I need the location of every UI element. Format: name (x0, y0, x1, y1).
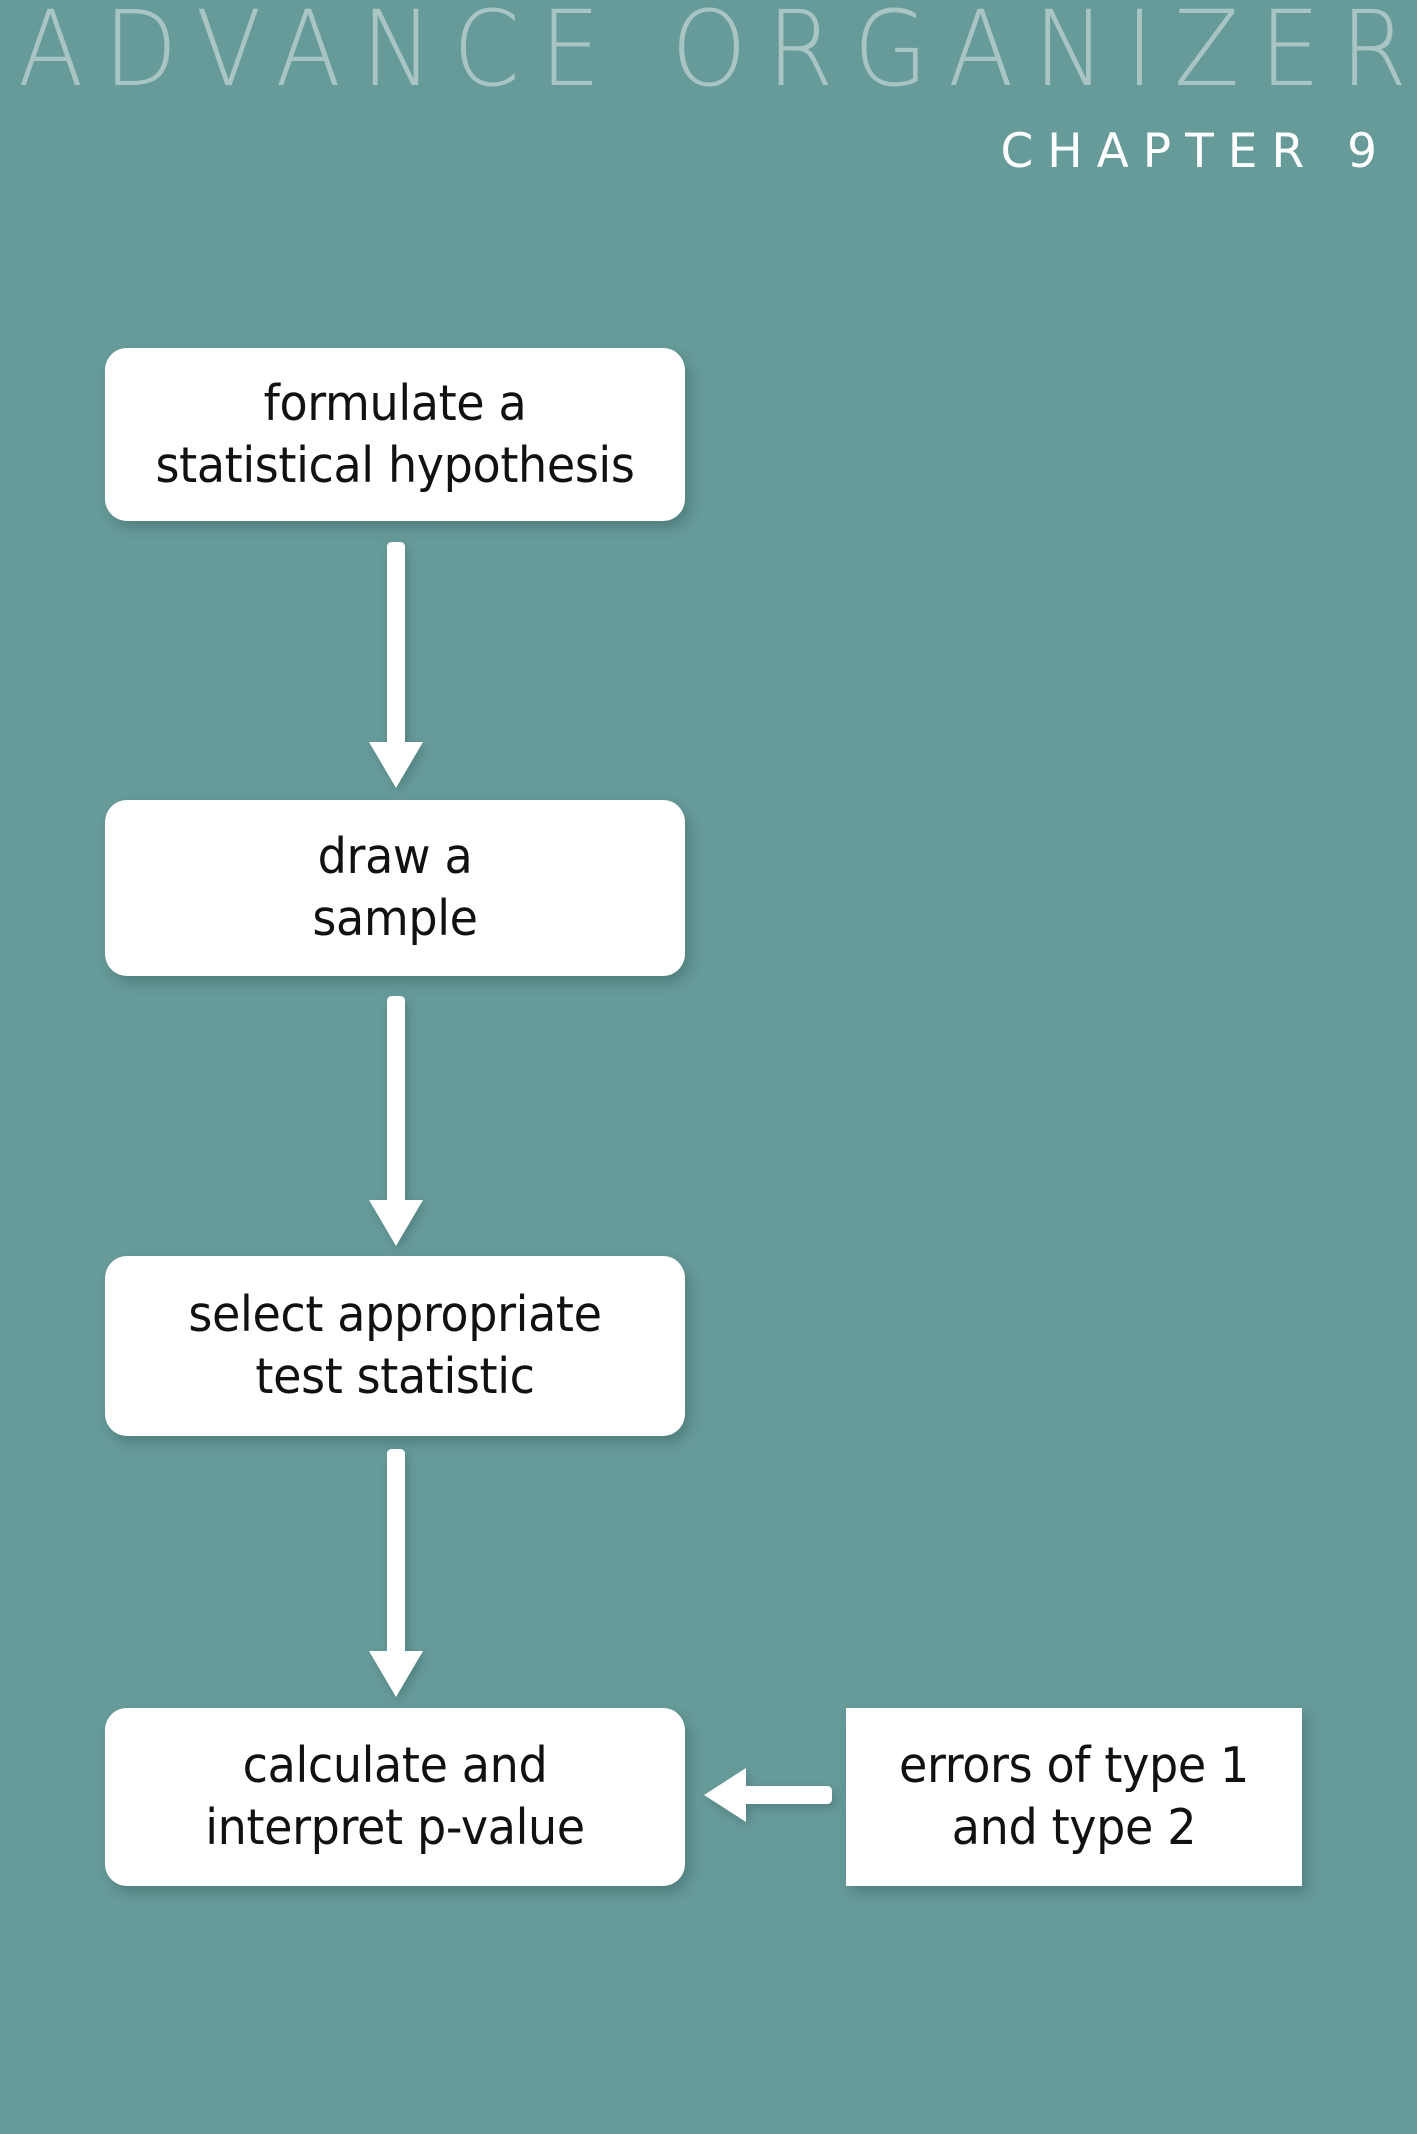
arrow-select-to-calculate (360, 1445, 432, 1703)
chapter-subtitle: CHAPTER 9 (1000, 124, 1391, 179)
flow-node-formulate-hypothesis[interactable]: formulate a statistical hypothesis (105, 348, 685, 521)
flow-node-label: select appropriate test statistic (188, 1286, 602, 1405)
flow-node-draw-sample[interactable]: draw a sample (105, 800, 685, 976)
flow-node-label: formulate a statistical hypothesis (155, 374, 635, 494)
flow-node-select-test-statistic[interactable]: select appropriate test statistic (105, 1256, 685, 1436)
page-title: ADVANCE ORGANIZER (18, 0, 1417, 110)
flow-node-calculate-interpret-pvalue[interactable]: calculate and interpret p-value (105, 1708, 685, 1886)
flow-node-label: calculate and interpret p-value (205, 1737, 585, 1856)
flow-node-errors-type-1-and-2[interactable]: errors of type 1 and type 2 (846, 1708, 1302, 1886)
arrow-draw-to-select (360, 992, 432, 1252)
arrow-errors-to-calculate (700, 1759, 836, 1831)
arrow-formulate-to-draw (360, 538, 432, 794)
flow-node-label: errors of type 1 and type 2 (898, 1737, 1250, 1856)
flow-node-label: draw a sample (312, 828, 478, 947)
